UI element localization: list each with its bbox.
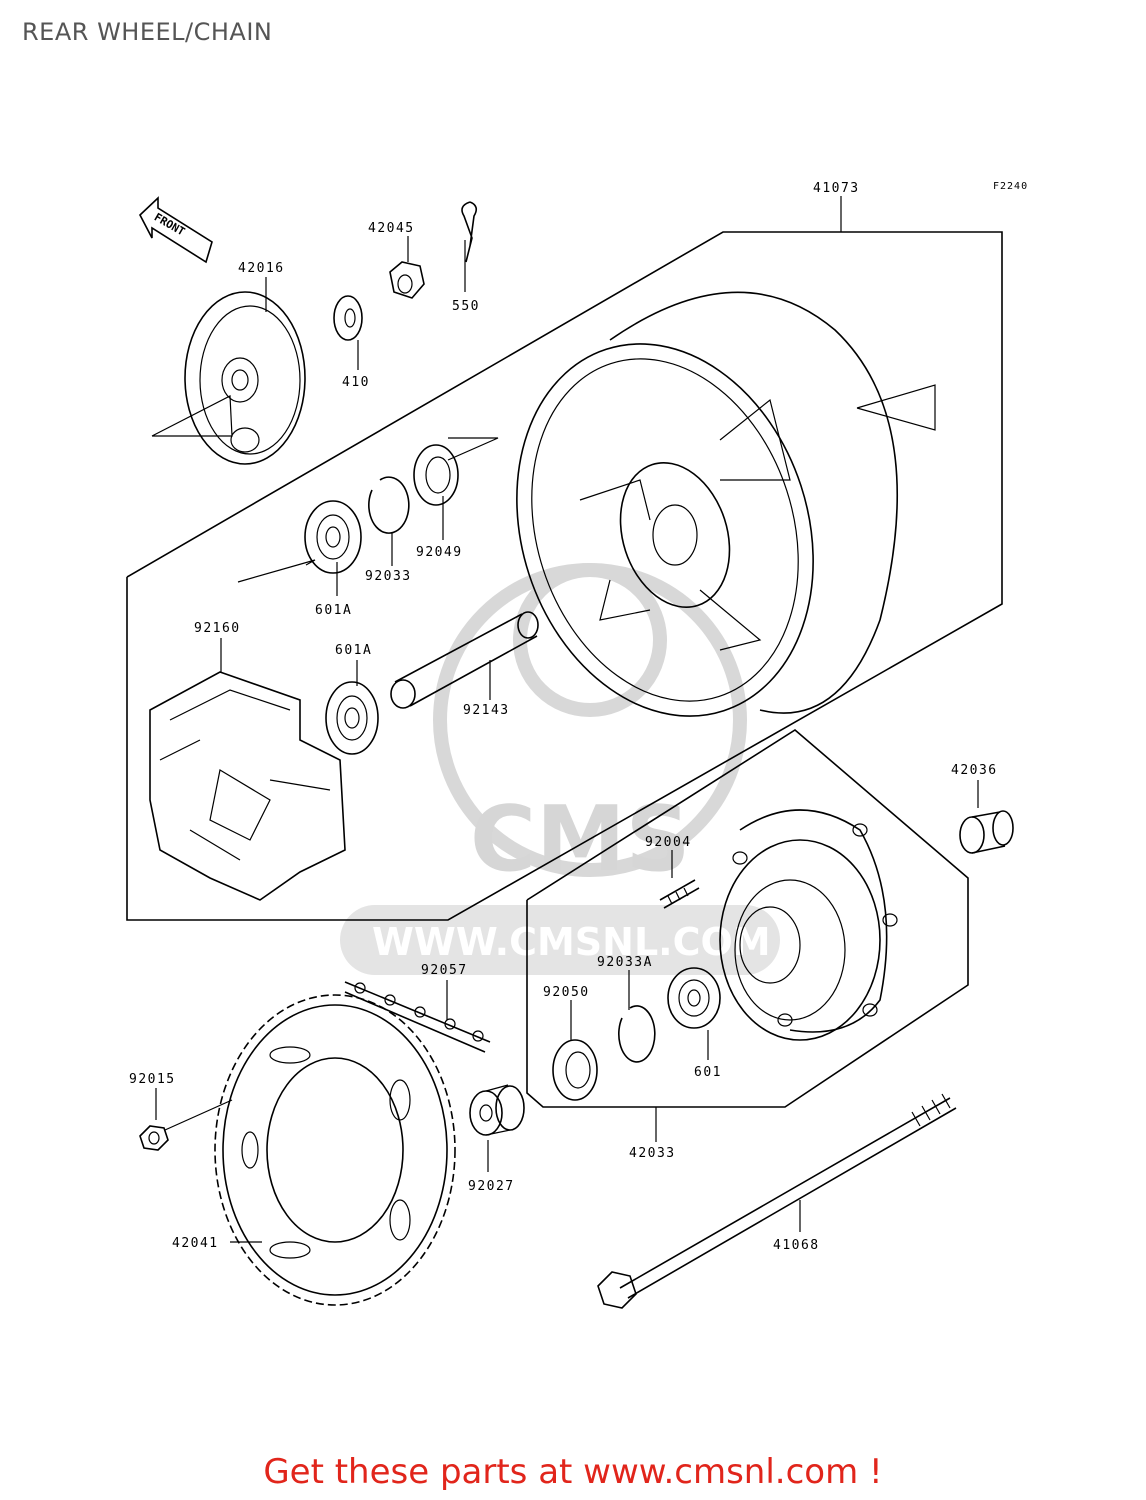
collar-42036 [959, 810, 1014, 854]
rear-wheel-41073 [516, 291, 936, 717]
sprocket-42041 [214, 994, 456, 1306]
part-label: 42045 [368, 221, 415, 236]
nut-92015 [139, 1125, 169, 1151]
collar-92027 [469, 1084, 525, 1136]
seal-92049 [413, 437, 499, 506]
part-label: 92143 [463, 703, 510, 718]
watermark-url: WWW.CMSNL.COM [372, 920, 771, 964]
chain-link-92057 [344, 981, 491, 1053]
part-label: 41068 [773, 1238, 820, 1253]
part-label: 550 [452, 299, 480, 314]
axle-41068 [597, 1093, 957, 1309]
wheel-assembly-frame [126, 231, 1003, 921]
circlip-92033A [618, 1005, 656, 1063]
circlip-92033 [368, 476, 410, 534]
part-label: 92027 [468, 1179, 515, 1194]
front-arrow-icon: FRONT [139, 196, 213, 264]
washer-410 [333, 295, 363, 341]
footer-cta[interactable]: Get these parts at www.cmsnl.com ! [263, 1452, 883, 1492]
bearing-601A-upper [237, 500, 362, 583]
hub-assembly-frame [526, 729, 969, 1108]
spacer-92143 [390, 611, 539, 709]
part-label: 601A [335, 643, 372, 658]
part-label: 92049 [416, 545, 463, 560]
nut-42045 [389, 261, 425, 299]
part-label: 92015 [129, 1072, 176, 1087]
part-label: 410 [342, 375, 370, 390]
bearing-601A-lower [325, 681, 379, 755]
part-label: 42016 [238, 261, 285, 276]
bearing-601 [667, 967, 721, 1029]
part-label: 92004 [645, 835, 692, 850]
coupling-cover-42016 [151, 291, 306, 465]
part-label: 41073 [813, 181, 860, 196]
part-label: 42041 [172, 1236, 219, 1251]
part-label: 92160 [194, 621, 241, 636]
part-label: 42033 [629, 1146, 676, 1161]
part-label: 92057 [421, 963, 468, 978]
part-labels: 41073 42045 550 42016 410 92049 92033 60… [129, 181, 998, 1253]
page-title: REAR WHEEL/CHAIN [22, 18, 273, 46]
cotter-pin-550 [461, 201, 478, 263]
part-label: 92033A [597, 955, 653, 970]
seal-92050 [552, 1039, 598, 1101]
part-label: 601A [315, 603, 352, 618]
watermark-logo: CMS [470, 787, 690, 892]
part-label: 92050 [543, 985, 590, 1000]
part-label: 601 [694, 1065, 722, 1080]
damper-92160 [149, 671, 346, 901]
figure-code: F2240 [993, 181, 1028, 192]
stud-92004 [659, 879, 700, 909]
watermark: CMS WWW.CMSNL.COM [340, 563, 780, 975]
part-label: 42036 [951, 763, 998, 778]
sprocket-hub-42033 [719, 809, 898, 1041]
leader-lines [155, 196, 979, 1243]
part-label: 92033 [365, 569, 412, 584]
